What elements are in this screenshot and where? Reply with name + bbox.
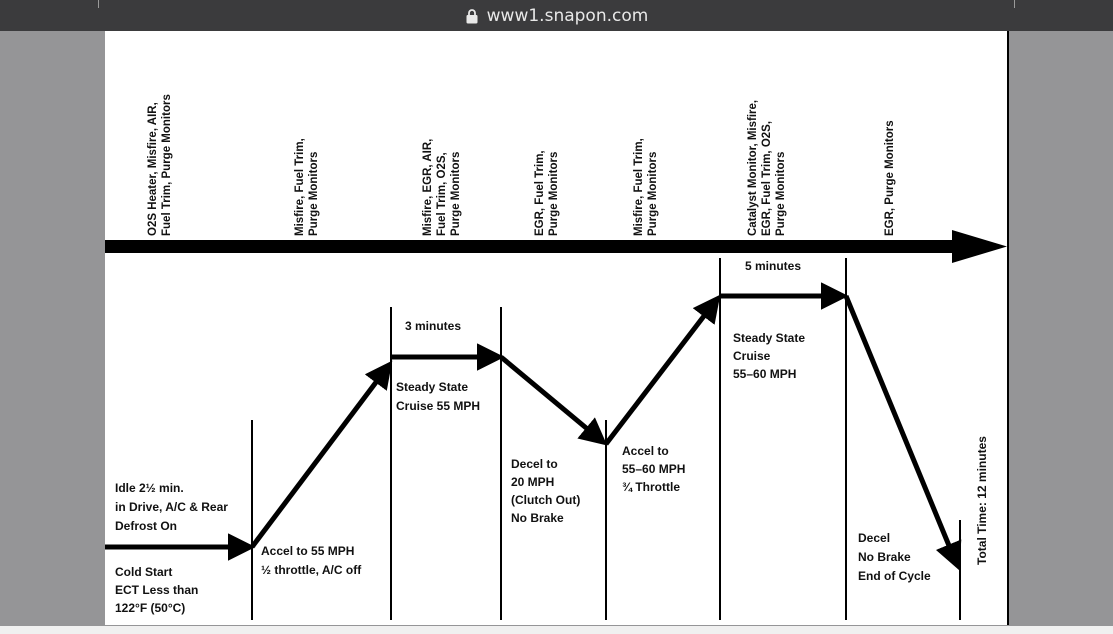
phase-label-accel-55: Accel to 55 MPH ½ throttle, A/C off — [261, 544, 362, 577]
phase-label-cold-start: Cold Start ECT Less than 122°F (50°C) — [115, 565, 202, 615]
bottom-strip — [0, 626, 1113, 634]
phase-label-decel-end: Decel No Brake End of Cycle — [858, 531, 931, 583]
accel-55-arrow — [250, 360, 393, 549]
window-edge-right — [1014, 0, 1015, 8]
monitor-label-2: Misfire, Fuel Trim, Purge Monitors — [294, 135, 320, 236]
monitor-label-5: Misfire, Fuel Trim, Purge Monitors — [633, 135, 659, 236]
phase-label-idle: Idle 2½ min. in Drive, A/C & Rear Defros… — [115, 481, 231, 533]
monitor-label-1: O2S Heater, Misfire, AIR, Fuel Trim, Pur… — [147, 94, 173, 236]
monitor-label-6: Catalyst Monitor, Misfire, EGR, Fuel Tri… — [747, 97, 787, 236]
duration-label-5min: 5 minutes — [745, 259, 801, 273]
total-time-label: Total Time: 12 minutes — [975, 436, 989, 565]
accel-55-60-arrow — [604, 294, 721, 446]
decel-20-arrow — [499, 355, 608, 446]
monitor-label-3: Misfire, EGR, AIR, Fuel Trim, O2S, Purge… — [422, 135, 462, 236]
lock-icon — [466, 8, 478, 23]
window-edge-left — [98, 0, 99, 8]
phase-label-cruise-55: Steady State Cruise 55 MPH — [396, 380, 480, 413]
monitor-labels: O2S Heater, Misfire, AIR, Fuel Trim, Pur… — [147, 94, 896, 236]
decel-end-arrow — [843, 295, 962, 571]
phase-labels: Idle 2½ min. in Drive, A/C & Rear Defros… — [115, 331, 931, 615]
monitor-label-7: EGR, Purge Monitors — [884, 120, 896, 236]
phase-label-accel-55-60: Accel to 55–60 MPH ¾ Throttle — [622, 444, 689, 494]
url-text: www1.snapon.com — [486, 5, 649, 26]
duration-label-3min: 3 minutes — [405, 319, 461, 333]
speed-profile — [105, 282, 962, 571]
timeline-arrow — [105, 230, 1007, 263]
phase-label-decel-20: Decel to 20 MPH (Clutch Out) No Brake — [511, 457, 584, 525]
browser-address-bar[interactable]: www1.snapon.com — [0, 0, 1113, 31]
monitor-label-4: EGR, Fuel Trim, Purge Monitors — [534, 147, 560, 236]
phase-label-cruise-55-60: Steady State Cruise 55–60 MPH — [733, 331, 808, 381]
